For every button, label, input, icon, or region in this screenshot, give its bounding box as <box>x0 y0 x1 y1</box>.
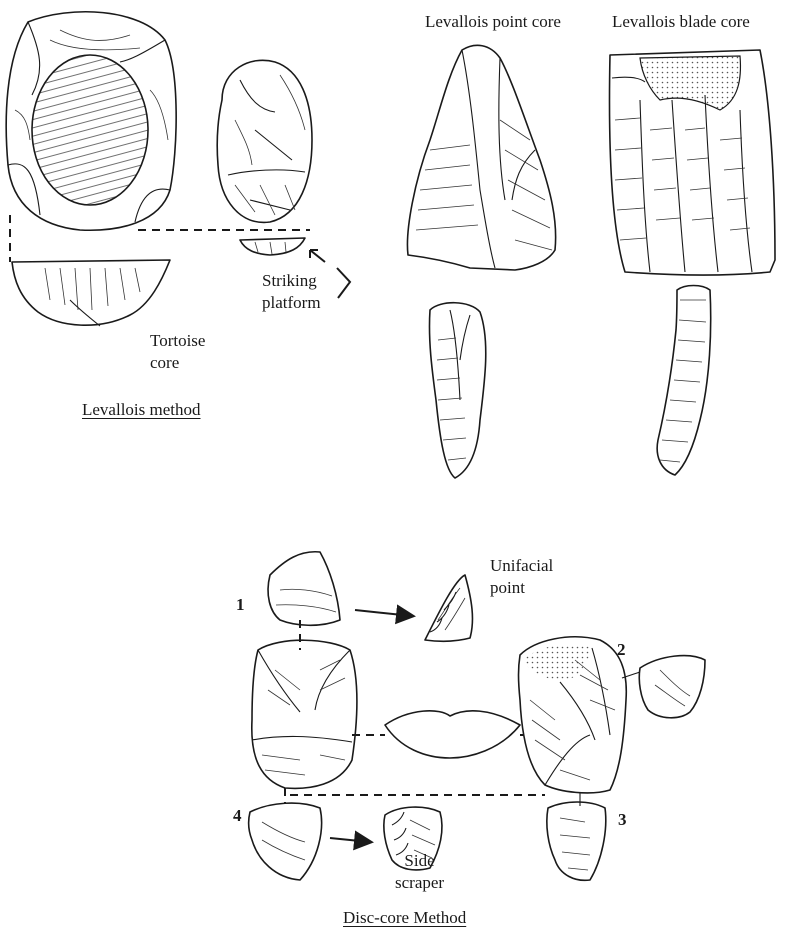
disc-flake-1 <box>268 552 340 626</box>
disc-flake-3 <box>547 802 606 880</box>
disc-core-profile <box>385 711 520 758</box>
disc-core-left <box>252 640 357 788</box>
flake-number-4: 4 <box>233 806 242 826</box>
arrow-to-side-scraper <box>330 838 370 842</box>
flake-number-2: 2 <box>617 640 626 660</box>
platform-pointer <box>310 250 325 262</box>
levallois-blade-core <box>610 50 775 275</box>
platform-arrow <box>337 268 350 298</box>
unifacial-point <box>425 575 472 641</box>
flake-number-3: 3 <box>618 810 627 830</box>
label-tortoise-core: Tortoise core <box>150 330 205 374</box>
label-levallois-point-core: Levallois point core <box>425 12 561 32</box>
disc-core-method-title: Disc-core Method <box>343 908 466 928</box>
levallois-blade <box>657 286 711 476</box>
label-unifacial-point: Unifacial point <box>490 555 553 599</box>
arrow-to-unifacial-point <box>355 610 412 616</box>
label-side-scraper: Side scraper <box>395 850 444 894</box>
levallois-point-flake <box>429 303 485 478</box>
label-levallois-blade-core: Levallois blade core <box>612 12 750 32</box>
flake-number-1: 1 <box>236 595 245 615</box>
tortoise-core-top-view <box>6 12 176 230</box>
disc-flake-2 <box>639 656 705 718</box>
levallois-flake-core-small <box>217 60 312 222</box>
label-striking-platform: Striking platform <box>262 270 321 314</box>
levallois-method-title: Levallois method <box>82 400 201 420</box>
disc-flake-4 <box>249 803 322 880</box>
levallois-point-core <box>407 45 555 270</box>
disc-core-right <box>519 637 627 793</box>
tortoise-core-side-view <box>12 260 170 326</box>
striking-platform-sketch <box>240 238 305 255</box>
